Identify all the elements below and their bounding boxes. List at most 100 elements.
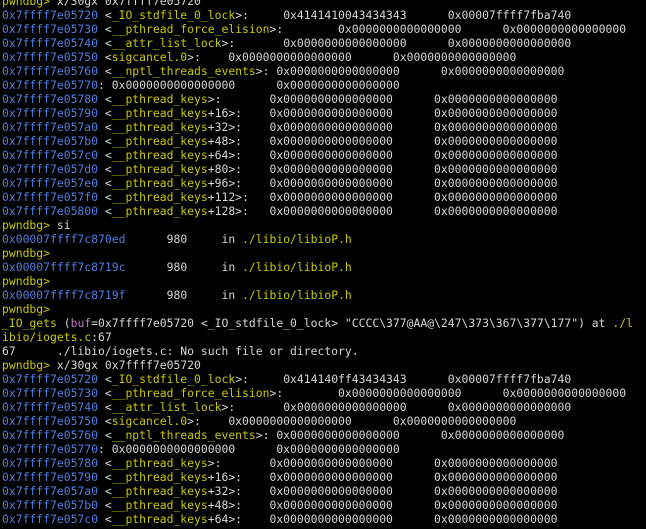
memory-address: 0x7ffff7e05790 bbox=[2, 106, 99, 120]
symbol-name: _IO_stdfile_0_lock bbox=[111, 8, 236, 22]
terminal-line: 0x7ffff7e057a0 <__pthread_keys+32>: 0x00… bbox=[2, 120, 646, 134]
output-text: =0x7ffff7e05720 <_IO_stdfile_0_lock> "CC… bbox=[91, 316, 613, 330]
source-path: ibio/iogets.c bbox=[2, 330, 92, 344]
memory-address: 0x7ffff7e057a0 bbox=[2, 484, 99, 498]
output-text: >: 0x0000000000000000 0x0000000000000000 bbox=[187, 50, 517, 64]
symbol-name: sigcancel.0 bbox=[111, 50, 188, 64]
output-text: >: 0x414140ff43434343 0x00007ffff7fba740 bbox=[235, 372, 572, 386]
output-text: < bbox=[98, 470, 112, 484]
output-text: >: 0x0000000000000000 0x0000000000000000 bbox=[255, 428, 565, 442]
symbol-name: __pthread_keys bbox=[111, 162, 208, 176]
symbol-name: __pthread_keys bbox=[111, 512, 208, 526]
terminal-line: 0x00007ffff7c8719f 980 in ./libio/libioP… bbox=[2, 288, 646, 302]
output-text: < bbox=[98, 162, 112, 176]
terminal-line: 0x7ffff7e057f0 <__pthread_keys+112>: 0x0… bbox=[2, 190, 646, 204]
memory-address: 0x7ffff7e05720 bbox=[2, 8, 99, 22]
terminal-line: ibio/iogets.c:67 bbox=[2, 330, 646, 344]
memory-address: 0x7ffff7e05750 bbox=[2, 50, 99, 64]
output-text: >: 0x0000000000000000 0x0000000000000000 bbox=[221, 400, 572, 414]
terminal-line: 0x7ffff7e05730 <__pthread_force_elision>… bbox=[2, 386, 646, 400]
output-text: >: 0x0000000000000000 0x0000000000000000 bbox=[255, 64, 565, 78]
terminal-line: 0x7ffff7e05800 <__pthread_keys+128>: 0x0… bbox=[2, 204, 646, 218]
terminal-line: 0x7ffff7e05720 <_IO_stdfile_0_lock>: 0x4… bbox=[2, 372, 646, 386]
output-text: : 0x0000000000000000 0x0000000000000000 bbox=[98, 442, 400, 456]
output-text: +48>: 0x0000000000000000 0x0000000000000… bbox=[207, 498, 558, 512]
output-text: < bbox=[98, 22, 112, 36]
pwndbg-prompt: pwndbg> bbox=[2, 218, 57, 232]
output-text: < bbox=[98, 204, 112, 218]
terminal-line: pwndbg> x/30gx 0x7ffff7e05720 bbox=[2, 0, 646, 8]
terminal-line: 0x00007ffff7c870ed 980 in ./libio/libioP… bbox=[2, 232, 646, 246]
source-path: ./libio/libioP.h bbox=[242, 288, 352, 302]
symbol-name: __pthread_keys bbox=[111, 120, 208, 134]
memory-address: 0x7ffff7e057f0 bbox=[2, 190, 99, 204]
output-text: :67 bbox=[91, 330, 112, 344]
output-text: < bbox=[98, 148, 112, 162]
output-text: +48>: 0x0000000000000000 0x0000000000000… bbox=[207, 134, 558, 148]
output-text: +64>: 0x0000000000000000 0x0000000000000… bbox=[207, 148, 558, 162]
memory-address: 0x7ffff7e05730 bbox=[2, 386, 99, 400]
memory-address: 0x7ffff7e05760 bbox=[2, 64, 99, 78]
pwndbg-prompt: pwndbg> bbox=[2, 0, 57, 8]
output-text: +80>: 0x0000000000000000 0x0000000000000… bbox=[207, 162, 558, 176]
memory-address: 0x7ffff7e05720 bbox=[2, 372, 99, 386]
terminal-line: 0x7ffff7e05790 <__pthread_keys+16>: 0x00… bbox=[2, 106, 646, 120]
output-text: si bbox=[56, 218, 71, 232]
output-text: < bbox=[98, 134, 112, 148]
output-text: >: 0x0000000000000000 0x0000000000000000 bbox=[269, 386, 627, 400]
memory-address: 0x7ffff7e05780 bbox=[2, 92, 99, 106]
terminal-line: 0x7ffff7e057a0 <__pthread_keys+32>: 0x00… bbox=[2, 484, 646, 498]
terminal-line: 0x7ffff7e057c0 <__pthread_keys+64>: 0x00… bbox=[2, 148, 646, 162]
output-text: < bbox=[98, 386, 112, 400]
output-text: < bbox=[98, 36, 112, 50]
terminal-line: 0x7ffff7e05720 <_IO_stdfile_0_lock>: 0x4… bbox=[2, 8, 646, 22]
symbol-name: __pthread_keys bbox=[111, 176, 208, 190]
pwndbg-prompt: pwndbg> bbox=[2, 358, 57, 372]
output-text: < bbox=[98, 8, 112, 22]
output-text: +16>: 0x0000000000000000 0x0000000000000… bbox=[207, 106, 558, 120]
terminal-line: 0x7ffff7e05780 <__pthread_keys>: 0x00000… bbox=[2, 92, 646, 106]
symbol-name: __pthread_keys bbox=[111, 470, 208, 484]
output-text: < bbox=[98, 512, 112, 526]
output-text: < bbox=[98, 176, 112, 190]
terminal-line: pwndbg> bbox=[2, 302, 646, 316]
memory-address: 0x7ffff7e05730 bbox=[2, 22, 99, 36]
pwndbg-prompt: pwndbg> bbox=[2, 302, 51, 316]
output-text: >: 0x0000000000000000 0x0000000000000000 bbox=[221, 36, 572, 50]
output-text: 67 ./libio/iogets.c: No such file or dir… bbox=[2, 344, 359, 358]
output-text: < bbox=[98, 372, 112, 386]
output-text: >: 0x0000000000000000 0x0000000000000000 bbox=[207, 92, 558, 106]
pwndbg-prompt: pwndbg> bbox=[2, 246, 51, 260]
symbol-name: __pthread_keys bbox=[111, 190, 208, 204]
terminal-line: 0x7ffff7e057c0 <__pthread_keys+64>: 0x00… bbox=[2, 512, 646, 526]
function-name: _IO_gets bbox=[2, 316, 57, 330]
output-text: < bbox=[98, 498, 112, 512]
symbol-name: __pthread_keys bbox=[111, 204, 208, 218]
memory-address: 0x7ffff7e057c0 bbox=[2, 148, 99, 162]
output-text: 980 in bbox=[125, 232, 243, 246]
terminal-line: 0x7ffff7e05770: 0x0000000000000000 0x000… bbox=[2, 78, 646, 92]
terminal-line: 0x7ffff7e05750 <sigcancel.0>: 0x00000000… bbox=[2, 414, 646, 428]
source-path: ./l bbox=[612, 316, 633, 330]
output-text: 980 in bbox=[125, 288, 243, 302]
terminal-line: 0x7ffff7e05730 <__pthread_force_elision>… bbox=[2, 22, 646, 36]
argument-name: buf bbox=[70, 316, 92, 330]
memory-address: 0x7ffff7e05740 bbox=[2, 400, 99, 414]
memory-address: 0x7ffff7e057b0 bbox=[2, 134, 99, 148]
memory-address: 0x00007ffff7c8719c bbox=[2, 260, 126, 274]
output-text: >: 0x0000000000000000 0x0000000000000000 bbox=[187, 414, 517, 428]
output-text: +96>: 0x0000000000000000 0x0000000000000… bbox=[207, 176, 558, 190]
output-text: < bbox=[98, 190, 112, 204]
output-text: : 0x0000000000000000 0x0000000000000000 bbox=[98, 78, 400, 92]
symbol-name: __pthread_keys bbox=[111, 484, 208, 498]
terminal-line: 0x7ffff7e05750 <sigcancel.0>: 0x00000000… bbox=[2, 50, 646, 64]
memory-address: 0x7ffff7e05740 bbox=[2, 36, 99, 50]
memory-address: 0x7ffff7e05790 bbox=[2, 470, 99, 484]
terminal-line: pwndbg> si bbox=[2, 218, 646, 232]
terminal-line: pwndbg> bbox=[2, 246, 646, 260]
output-text: < bbox=[98, 428, 112, 442]
output-text: < bbox=[98, 106, 112, 120]
memory-address: 0x7ffff7e05750 bbox=[2, 414, 99, 428]
